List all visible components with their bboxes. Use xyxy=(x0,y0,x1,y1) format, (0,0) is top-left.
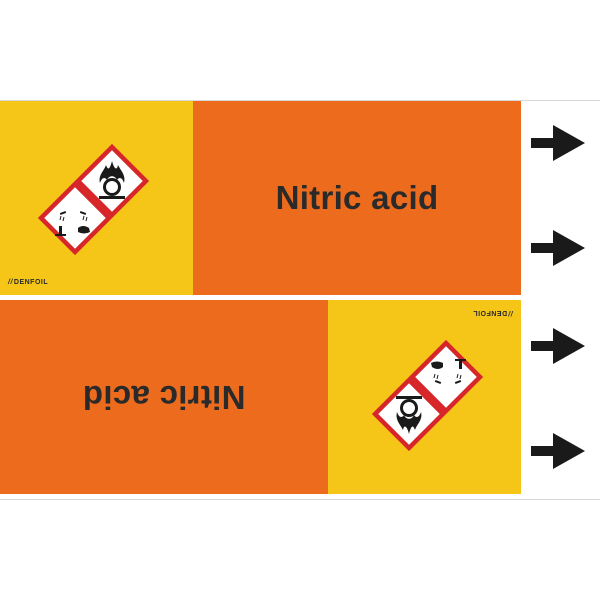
flow-direction-arrow-icon xyxy=(531,125,585,161)
hazard-pictograms xyxy=(37,143,150,256)
flow-arrows-column xyxy=(521,101,600,501)
substance-name: Nitric acid xyxy=(275,179,439,216)
corrosive-icon xyxy=(408,339,484,415)
hazard-panel: //DENFOIL xyxy=(328,300,521,494)
pipe-marker-label-inverted: //DENFOIL Nitric acid xyxy=(0,300,521,494)
flow-direction-arrow-icon xyxy=(531,433,585,469)
brand-logo: //DENFOIL xyxy=(472,309,513,316)
brand-logo: //DENFOIL xyxy=(8,279,49,286)
flow-direction-arrow-icon xyxy=(531,230,585,266)
oxidizer-flame-over-circle-icon xyxy=(371,376,447,452)
substance-name: Nitric acid xyxy=(82,379,246,416)
hazard-pictograms xyxy=(371,339,484,452)
pipe-marker-sheet: //DENFOIL Nitric acid xyxy=(0,100,600,500)
substance-name-panel: Nitric acid xyxy=(193,101,521,295)
flow-direction-arrow-icon xyxy=(531,328,585,364)
hazard-panel: //DENFOIL xyxy=(0,101,193,295)
corrosive-icon xyxy=(37,180,113,256)
oxidizer-flame-over-circle-icon xyxy=(74,143,150,219)
pipe-marker-label-upright: //DENFOIL Nitric acid xyxy=(0,101,521,295)
substance-name-panel: Nitric acid xyxy=(0,300,328,494)
